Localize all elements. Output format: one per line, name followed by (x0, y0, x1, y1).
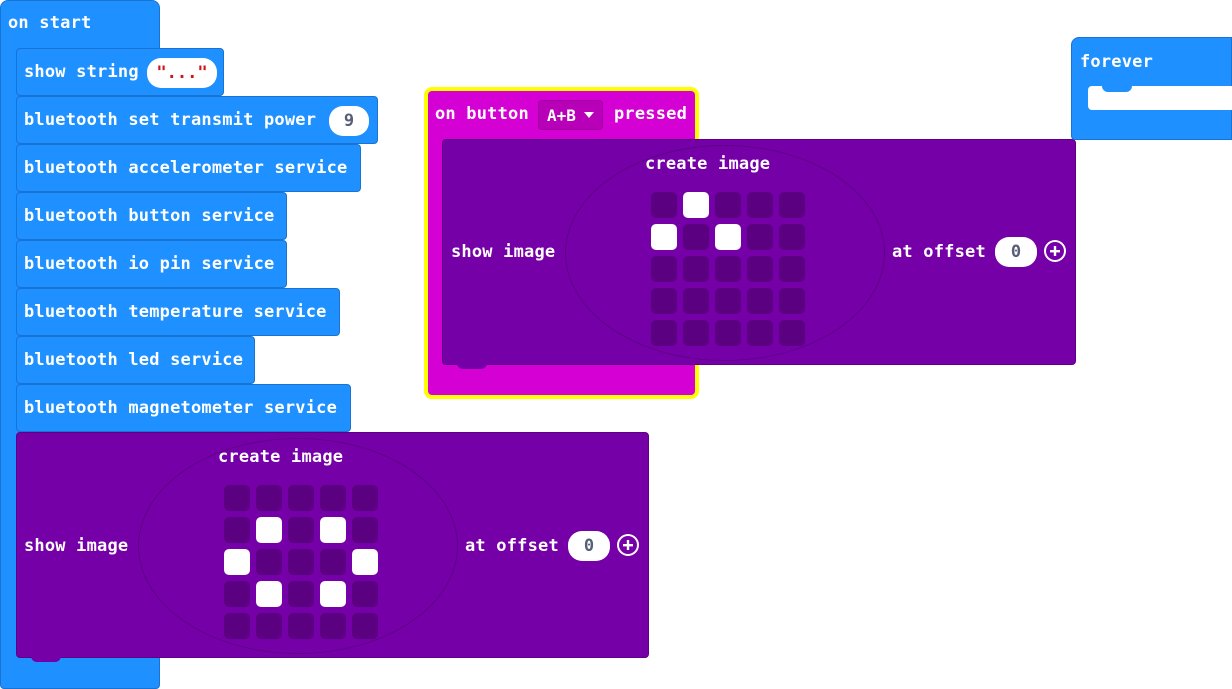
led-cell[interactable] (747, 224, 773, 250)
led-cell[interactable] (715, 192, 741, 218)
led-cell[interactable] (683, 320, 709, 346)
button-offset-input[interactable]: 0 (995, 237, 1037, 267)
button-show-image-label: show image (451, 242, 556, 262)
led-grid[interactable] (224, 485, 378, 639)
button-show-image-notch (457, 363, 487, 369)
accelerometer-service-label: bluetooth accelerometer service (24, 158, 348, 178)
forever-slot-notch (1102, 86, 1132, 92)
led-cell[interactable] (224, 549, 250, 575)
temperature-service-label: bluetooth temperature service (24, 302, 327, 322)
button-dropdown[interactable]: A+B (538, 100, 603, 130)
led-cell[interactable] (715, 288, 741, 314)
led-cell[interactable] (779, 192, 805, 218)
add-plus-icon[interactable] (1044, 240, 1066, 262)
on-button-suffix: pressed (614, 104, 688, 124)
led-cell[interactable] (747, 192, 773, 218)
led-cell[interactable] (747, 320, 773, 346)
led-cell[interactable] (256, 485, 282, 511)
on-button-prefix: on button (435, 104, 529, 124)
led-cell[interactable] (288, 581, 314, 607)
dropdown-caret-icon (583, 112, 594, 118)
show-string-block[interactable]: show string "..." (16, 48, 224, 96)
on-start-label: on start (8, 13, 92, 33)
forever-label: forever (1080, 52, 1154, 72)
button-show-image-block[interactable]: show image create image at offset 0 (442, 139, 1076, 365)
led-cell[interactable] (256, 613, 282, 639)
led-cell[interactable] (288, 485, 314, 511)
led-cell[interactable] (779, 256, 805, 282)
led-cell[interactable] (779, 224, 805, 250)
io-pin-service-label: bluetooth io pin service (24, 254, 275, 274)
led-cell[interactable] (320, 613, 346, 639)
offset-input[interactable]: 0 (568, 531, 610, 561)
led-cell[interactable] (352, 613, 378, 639)
show-string-label: show string (24, 62, 139, 82)
led-cell[interactable] (352, 581, 378, 607)
create-image-oval (138, 438, 458, 654)
button-create-image-label: create image (645, 154, 771, 174)
temperature-service-block[interactable]: bluetooth temperature service (16, 288, 340, 336)
led-cell[interactable] (224, 485, 250, 511)
create-image-label: create image (218, 447, 344, 467)
button-at-offset-label: at offset (892, 242, 986, 262)
magnetometer-service-block[interactable]: bluetooth magnetometer service (16, 384, 351, 432)
led-cell[interactable] (715, 256, 741, 282)
led-cell[interactable] (683, 256, 709, 282)
show-image-block[interactable]: show image create image at offset 0 (16, 432, 649, 658)
transmit-power-block[interactable]: bluetooth set transmit power 9 (16, 96, 378, 144)
led-cell[interactable] (352, 517, 378, 543)
button-create-image-oval (565, 145, 885, 361)
transmit-power-label: bluetooth set transmit power (24, 110, 317, 130)
led-cell[interactable] (256, 581, 282, 607)
button-service-block[interactable]: bluetooth button service (16, 192, 287, 240)
led-cell[interactable] (288, 613, 314, 639)
led-cell[interactable] (288, 517, 314, 543)
led-cell[interactable] (715, 224, 741, 250)
show-image-notch (31, 656, 61, 662)
led-cell[interactable] (779, 320, 805, 346)
led-cell[interactable] (651, 224, 677, 250)
at-offset-label: at offset (465, 536, 559, 556)
led-cell[interactable] (352, 549, 378, 575)
led-cell[interactable] (651, 320, 677, 346)
led-cell[interactable] (352, 485, 378, 511)
button-led-grid[interactable] (651, 192, 805, 346)
accelerometer-service-block[interactable]: bluetooth accelerometer service (16, 144, 361, 192)
led-cell[interactable] (256, 549, 282, 575)
led-cell[interactable] (320, 517, 346, 543)
led-cell[interactable] (683, 288, 709, 314)
led-cell[interactable] (715, 320, 741, 346)
button-dropdown-value: A+B (547, 105, 576, 125)
led-cell[interactable] (224, 517, 250, 543)
led-service-block[interactable]: bluetooth led service (16, 336, 255, 384)
show-string-input[interactable]: "..." (147, 58, 217, 88)
led-cell[interactable] (224, 581, 250, 607)
led-cell[interactable] (320, 549, 346, 575)
led-cell[interactable] (320, 581, 346, 607)
magnetometer-service-label: bluetooth magnetometer service (24, 398, 338, 418)
button-service-label: bluetooth button service (24, 206, 275, 226)
led-cell[interactable] (256, 517, 282, 543)
led-cell[interactable] (683, 192, 709, 218)
add-plus-icon[interactable] (617, 534, 639, 556)
led-cell[interactable] (320, 485, 346, 511)
led-cell[interactable] (747, 256, 773, 282)
led-cell[interactable] (747, 288, 773, 314)
led-cell[interactable] (288, 549, 314, 575)
transmit-power-input[interactable]: 9 (329, 106, 369, 136)
led-cell[interactable] (651, 256, 677, 282)
io-pin-service-block[interactable]: bluetooth io pin service (16, 240, 287, 288)
led-cell[interactable] (224, 613, 250, 639)
led-cell[interactable] (651, 192, 677, 218)
show-image-label: show image (24, 536, 129, 556)
led-cell[interactable] (651, 288, 677, 314)
led-cell[interactable] (683, 224, 709, 250)
led-cell[interactable] (779, 288, 805, 314)
led-service-label: bluetooth led service (24, 350, 244, 370)
